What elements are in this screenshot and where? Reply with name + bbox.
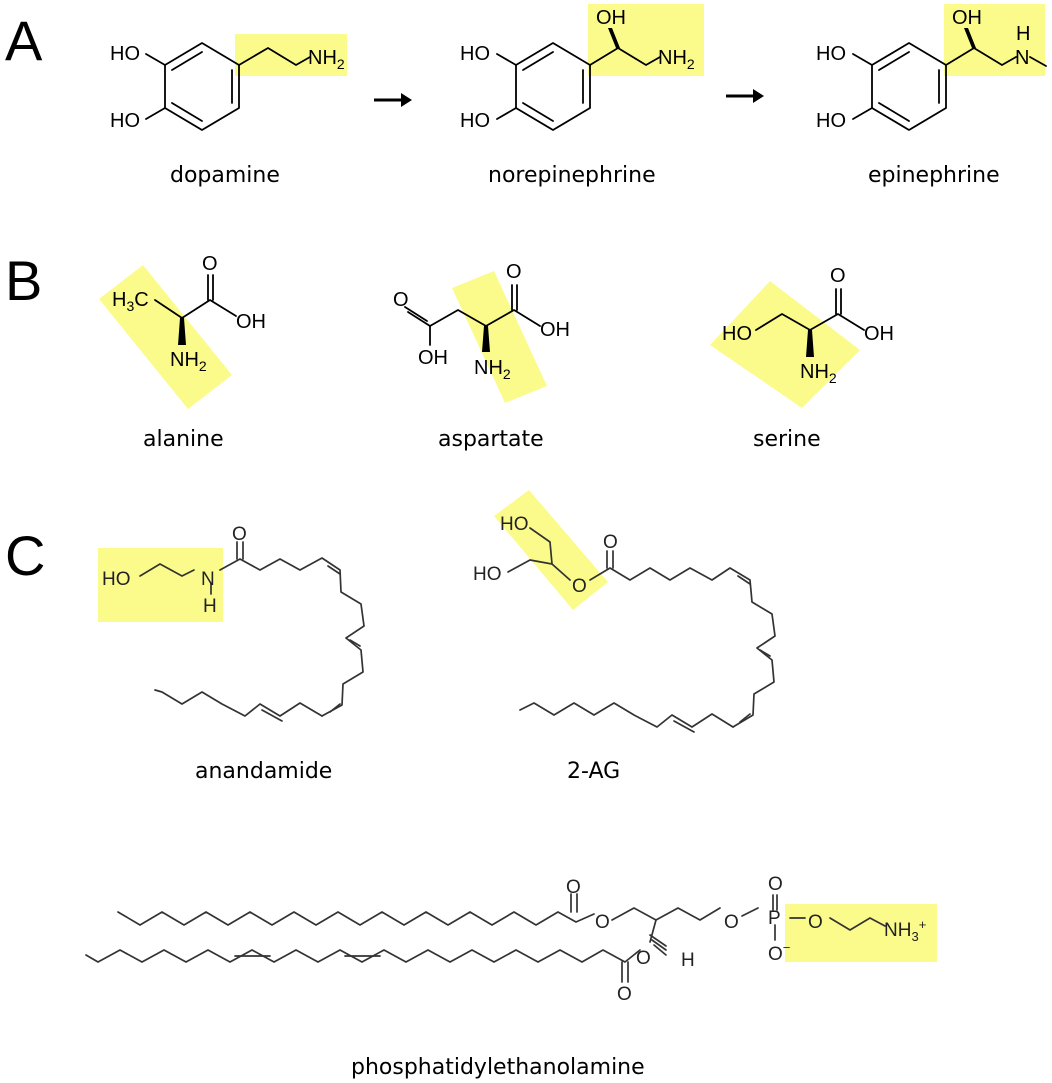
highlight-epinephrine-ethanolamine — [944, 4, 1045, 76]
pe-p-oxide: O− — [768, 940, 790, 965]
serine-oh: OH — [864, 323, 894, 345]
molecule-anandamide: HO N H O anandamide — [102, 524, 365, 784]
2ag-label: 2-AG — [567, 759, 620, 784]
norepinephrine-amine: NH2 — [658, 47, 695, 72]
anandamide-ho: HO — [102, 569, 131, 590]
aspartate-oh: OH — [540, 319, 570, 341]
pe-ethanol-o: O — [808, 912, 823, 933]
2ag-ho-bottom: HO — [473, 564, 502, 585]
aspartate-amine: NH2 — [474, 357, 511, 382]
norepinephrine-oh: OH — [596, 7, 626, 29]
pe-bottom-ester-o: O — [636, 948, 651, 969]
highlight-anandamide-ethanolamine — [98, 548, 223, 622]
arrowhead-1 — [401, 93, 412, 107]
pe-ammonium: NH3+ — [884, 917, 926, 944]
aspartate-label: aspartate — [438, 427, 544, 452]
molecule-dopamine: HO HO NH2 dopamine — [110, 42, 345, 188]
alanine-carbonyl-o: O — [202, 253, 218, 275]
arrowhead-2 — [753, 89, 764, 103]
pe-top-carbonyl-o: O — [566, 877, 581, 898]
pe-phosphorus: P — [768, 908, 781, 929]
molecule-epinephrine: HO HO OH H N epinephrine — [816, 7, 1047, 188]
alanine-amine: NH2 — [170, 349, 207, 374]
panel-label-c: C — [5, 524, 45, 587]
serine-label: serine — [753, 427, 821, 452]
molecule-phosphatidylethanolamine: O O O O H O P O O− O NH3+ phosphatidylet… — [85, 874, 926, 1080]
norepinephrine-label: norepinephrine — [488, 163, 656, 188]
molecule-serine: HO O OH NH2 serine — [722, 265, 894, 452]
epinephrine-ho-bottom: HO — [816, 110, 846, 132]
anandamide-label: anandamide — [195, 759, 332, 784]
dopamine-label: dopamine — [170, 163, 280, 188]
highlight-serine-sidechain — [710, 281, 860, 408]
serine-amine: NH2 — [800, 361, 837, 386]
epinephrine-ho-top: HO — [816, 43, 846, 65]
panel-label-b: B — [5, 249, 42, 312]
pe-label: phosphatidylethanolamine — [351, 1055, 645, 1080]
epinephrine-amine-n: N — [1015, 47, 1029, 69]
epinephrine-amine-h: H — [1016, 23, 1030, 45]
2ag-ester-o: O — [572, 576, 587, 597]
serine-ho: HO — [722, 323, 752, 345]
alanine-oh: OH — [236, 311, 266, 333]
anandamide-h: H — [203, 596, 217, 617]
highlight-pe-ethanolamine — [785, 904, 937, 962]
highlight-layer — [98, 4, 1045, 962]
highlight-dopamine-amine — [235, 34, 347, 76]
alanine-label: alanine — [143, 427, 224, 452]
dopamine-amine: NH2 — [308, 47, 345, 72]
molecule-norepinephrine: HO HO OH NH2 norepinephrine — [460, 7, 695, 188]
alanine-methyl: H3C — [112, 289, 149, 314]
pe-p-double-o: O — [768, 874, 783, 895]
aspartate-left-oh: OH — [418, 347, 448, 369]
molecule-2-ag: HO HO O O 2-AG — [473, 514, 776, 784]
pe-top-ester-o: O — [595, 912, 610, 933]
pe-bottom-carbonyl-o: O — [617, 984, 632, 1005]
anandamide-o: O — [232, 524, 247, 545]
molecule-aspartate: O OH O OH NH2 aspartate — [393, 261, 570, 452]
molecule-alanine: H3C O OH NH2 alanine — [112, 253, 266, 452]
dopamine-ho-top: HO — [110, 43, 140, 65]
2ag-ho-top: HO — [500, 514, 529, 535]
aspartate-left-o: O — [393, 289, 409, 311]
epinephrine-label: epinephrine — [868, 163, 1000, 188]
norepinephrine-ho-bottom: HO — [460, 110, 490, 132]
epinephrine-oh: OH — [952, 7, 982, 29]
anandamide-n: N — [201, 569, 215, 590]
highlight-alanine-sidechain — [99, 265, 232, 409]
dopamine-ho-bottom: HO — [110, 110, 140, 132]
aspartate-carbonyl-o: O — [506, 261, 522, 283]
norepinephrine-ho-top: HO — [460, 43, 490, 65]
2ag-carbonyl-o: O — [603, 532, 618, 553]
panel-label-a: A — [5, 9, 43, 72]
highlight-aspartate-sidechain — [452, 271, 547, 403]
serine-carbonyl-o: O — [830, 265, 846, 287]
pe-link-o: O — [724, 912, 739, 933]
pe-chiral-h: H — [681, 950, 695, 971]
